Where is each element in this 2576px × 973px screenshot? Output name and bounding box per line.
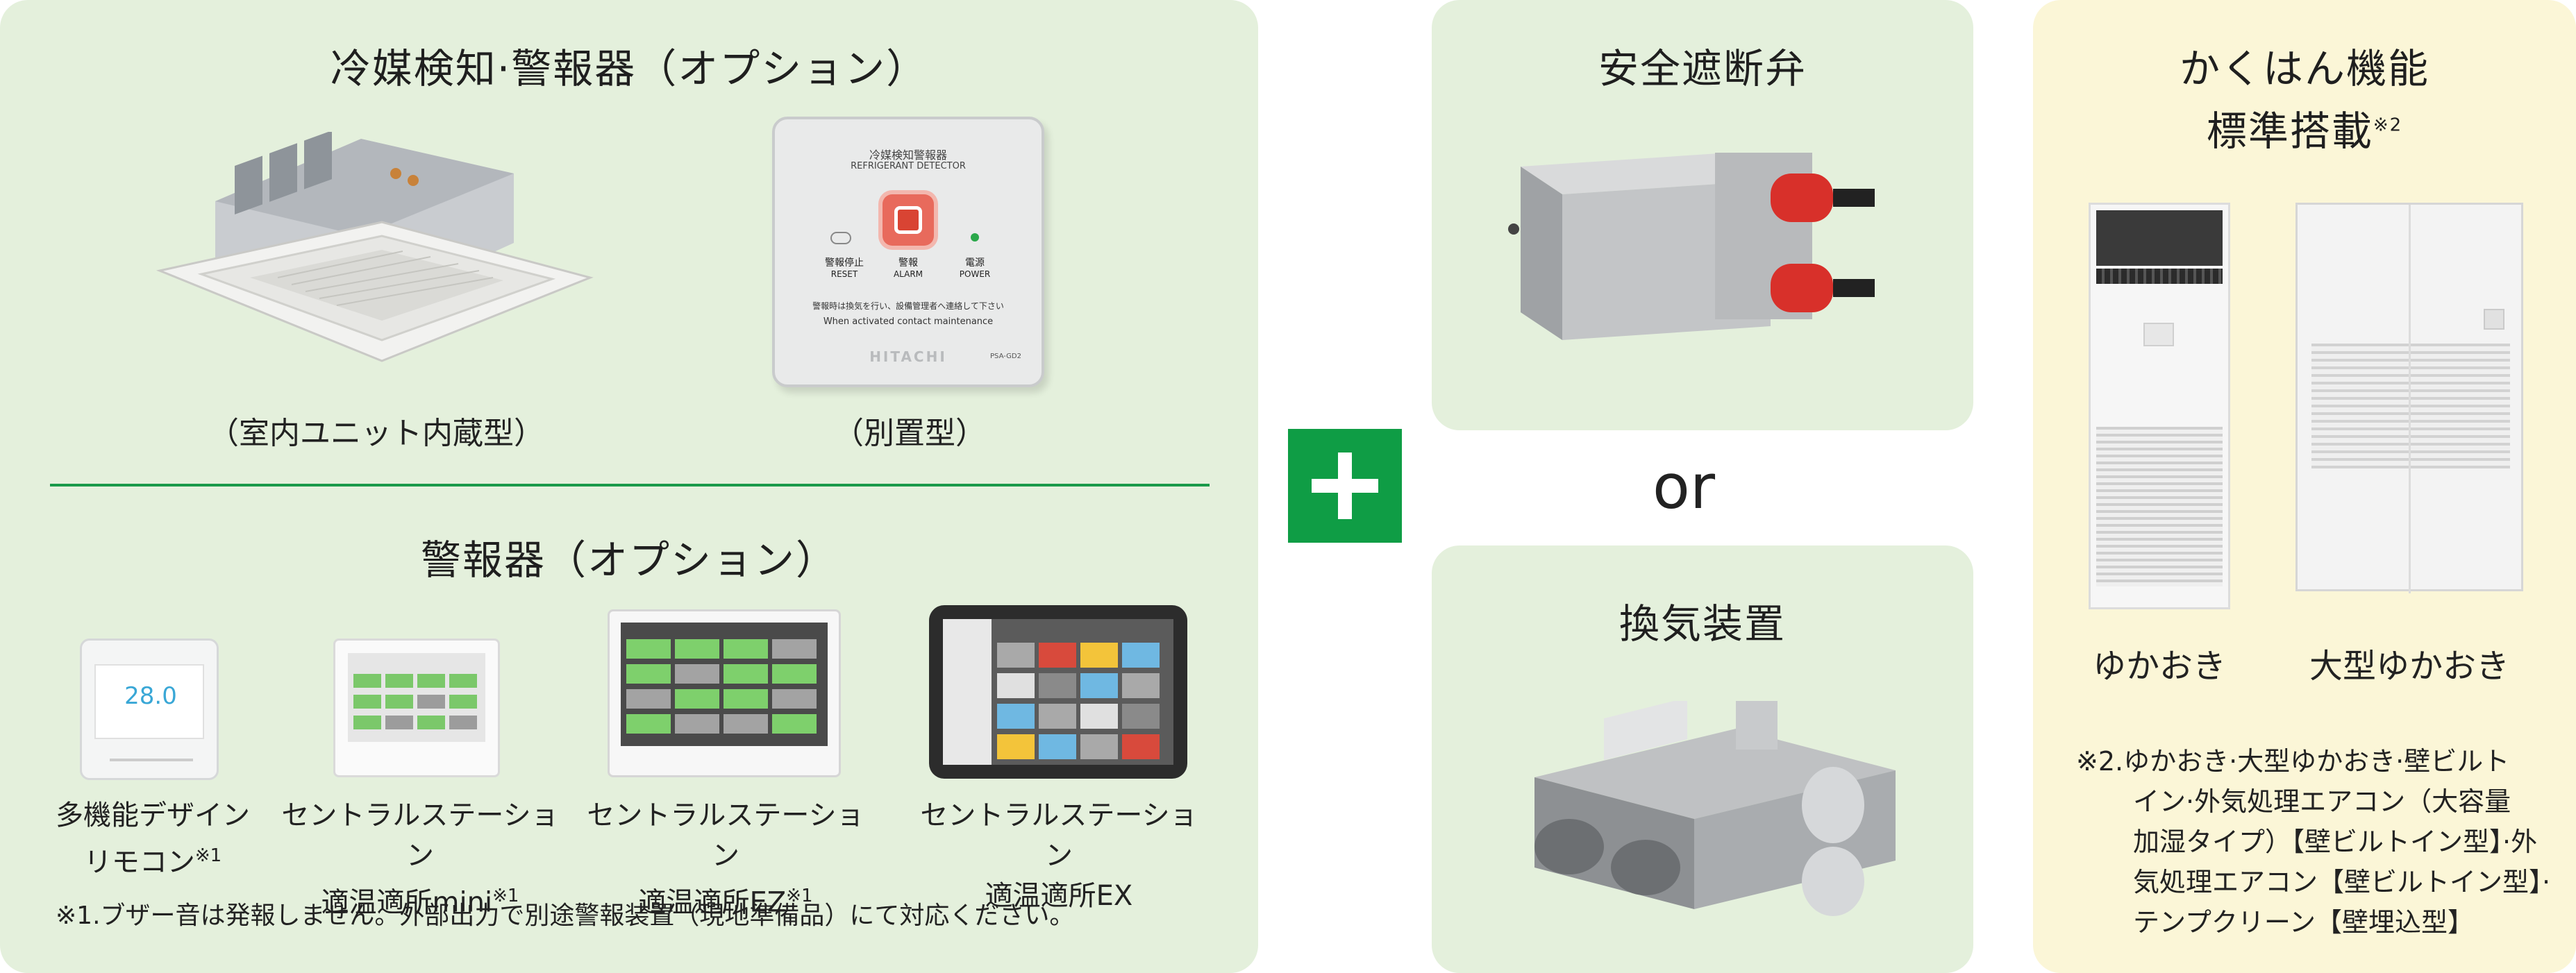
footnote-marker: ※2 bbox=[2373, 115, 2403, 136]
product-caption-line2: リモコン bbox=[83, 846, 195, 879]
ventilation-title: 換気装置 bbox=[1619, 600, 1786, 648]
product-caption-ez: セントラルステーション 適温適所EZ※1 bbox=[583, 795, 868, 922]
separate-detector-device: 冷媒検知警報器 REFRIGERANT DETECTOR 警報停止 RESET … bbox=[772, 117, 1044, 387]
or-label: or bbox=[1653, 451, 1716, 523]
device-notice-jp: 警報時は換気を行い、設備管理者へ連絡して下さい bbox=[812, 301, 1004, 311]
product-caption-line2: 適温適所mini bbox=[321, 886, 493, 919]
central-station-mini-image bbox=[333, 638, 500, 777]
floor-standing-unit-image bbox=[2089, 203, 2230, 609]
footnote-2-line-3: 加湿タイプ）【壁ビルトイン型】·外 bbox=[2133, 827, 2538, 857]
safety-valve-title: 安全遮断弁 bbox=[1598, 45, 1807, 92]
remote-controller-image: 28.0 bbox=[80, 638, 219, 780]
product-caption-mini: セントラルステーション 適温適所mini※1 bbox=[278, 795, 562, 922]
alarm-section-title: 警報器（オプション） bbox=[420, 536, 837, 584]
product-caption-remote: 多機能デザイン リモコン※1 bbox=[28, 795, 278, 882]
plus-icon bbox=[1288, 429, 1402, 543]
refrigerant-detector-panel bbox=[0, 0, 1258, 973]
product-caption-ex: セントラルステーション 適温適所EX bbox=[917, 795, 1201, 916]
safety-valve-image bbox=[1507, 139, 1896, 361]
power-label-en: POWER bbox=[959, 269, 991, 279]
ventilation-unit-image bbox=[1507, 701, 1909, 937]
footnote-marker: ※1 bbox=[194, 845, 222, 866]
reset-label-en: RESET bbox=[830, 269, 858, 279]
separate-type-caption: （別置型） bbox=[833, 416, 986, 451]
footnote-1: ※1.ブザー音は発報しません。外部出力で別途警報装置（現地準備品）にて対応くださ… bbox=[56, 902, 1075, 930]
device-notice-en: When activated contact maintenance bbox=[823, 316, 994, 327]
alarm-label-en: ALARM bbox=[893, 269, 923, 279]
product-caption-line1: セントラルステーション bbox=[920, 799, 1198, 872]
footnote-2-line-2: イン·外気処理エアコン（大容量 bbox=[2133, 786, 2511, 817]
agitation-title-line1: かくはん機能 bbox=[2179, 45, 2429, 92]
agitation-title-text: 標準搭載 bbox=[2206, 108, 2373, 155]
alarm-label-jp: 警報 bbox=[898, 257, 918, 269]
section-divider bbox=[50, 484, 1210, 486]
product-caption-line1: セントラルステーション bbox=[281, 799, 559, 872]
reset-label-jp: 警報停止 bbox=[825, 257, 864, 269]
footnote-2-line-5: テンプクリーン【壁埋込型】 bbox=[2133, 907, 2474, 938]
product-caption-line1: 多機能デザイン bbox=[56, 799, 250, 831]
footnote-marker: ※1 bbox=[492, 886, 519, 906]
detector-section-title: 冷媒検知·警報器（オプション） bbox=[330, 45, 928, 92]
footnote-2-line-1: ※2.ゆかおき·大型ゆかおき·壁ビルト bbox=[2076, 746, 2510, 777]
footnote-marker: ※1 bbox=[786, 886, 813, 906]
power-led-icon bbox=[971, 233, 979, 242]
remote-screen-temperature: 28.0 bbox=[124, 682, 177, 710]
product-caption-line1: セントラルステーション bbox=[587, 799, 864, 872]
device-brand: HITACHI bbox=[869, 348, 947, 365]
device-label-jp: 冷媒検知警報器 bbox=[869, 149, 947, 162]
reset-button-icon bbox=[830, 232, 851, 244]
power-label-jp: 電源 bbox=[965, 257, 985, 269]
device-label-en: REFRIGERANT DETECTOR bbox=[851, 161, 966, 171]
cassette-indoor-unit-image bbox=[153, 132, 597, 382]
product-caption-line2: 適温適所EZ bbox=[638, 886, 787, 919]
product-caption-line2: 適温適所EX bbox=[985, 880, 1133, 912]
large-floor-standing-unit-image bbox=[2295, 203, 2523, 593]
agitation-title-line2: 標準搭載※2 bbox=[2033, 99, 2576, 157]
floor-unit-caption: ゆかおき bbox=[2092, 647, 2226, 686]
device-model: PSA-GD2 bbox=[990, 353, 1021, 360]
footnote-2-line-4: 気処理エアコン【壁ビルトイン型】· bbox=[2133, 867, 2551, 897]
builtin-type-caption: （室内ユニット内蔵型） bbox=[208, 416, 544, 451]
central-station-ez-image bbox=[608, 609, 841, 777]
central-station-ex-tablet-image bbox=[929, 605, 1187, 779]
alarm-light-icon bbox=[883, 194, 934, 246]
large-floor-unit-caption: 大型ゆかおき bbox=[2309, 647, 2509, 686]
